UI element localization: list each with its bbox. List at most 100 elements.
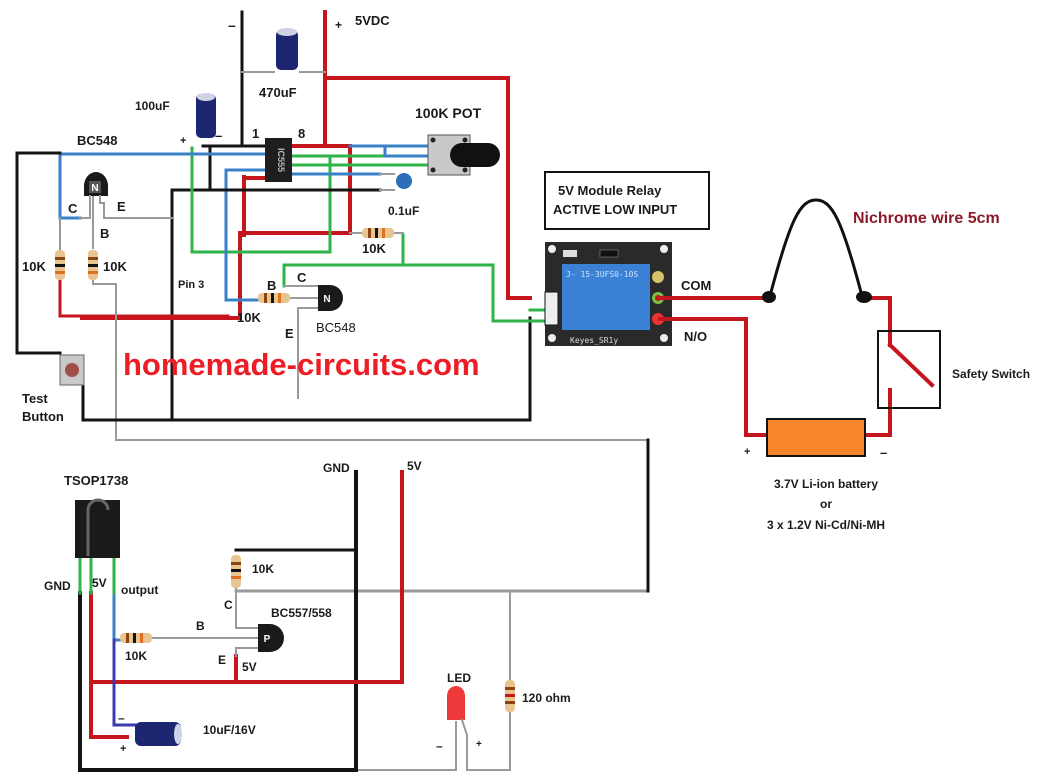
- relay-board-text: Keyes_SR1y: [570, 336, 618, 345]
- wire-led-cathode: [354, 721, 457, 771]
- relay-caption-line2: ACTIVE LOW INPUT: [553, 202, 677, 217]
- wire-positive-to-relay: [323, 76, 532, 300]
- wire-nichrome-to-switch: [864, 296, 892, 347]
- led-plus: +: [476, 739, 482, 750]
- wire-blue-pot: [348, 144, 432, 158]
- relay-caption-box: [544, 171, 710, 230]
- resistor-10k-left-2: [88, 250, 98, 280]
- wires-top: [15, 10, 649, 441]
- capacitor-470uf: [276, 28, 298, 70]
- relay-module[interactable]: J- 15-3UFS0-10S Keyes_SR1y: [544, 242, 672, 346]
- wire-battery-to-switch: [863, 388, 892, 437]
- q3-label: BC557/558: [271, 606, 332, 620]
- nichrome-wire: [768, 198, 864, 297]
- transistor-q1-bc548: N: [79, 172, 108, 219]
- relay-caption-line1: 5V Module Relay: [558, 183, 662, 198]
- battery-plus: +: [744, 446, 750, 458]
- battery-label-line1: 3.7V Li-ion battery: [774, 477, 878, 491]
- resistor-10k-pullup: [231, 555, 241, 588]
- watermark: homemade-circuits.com: [123, 347, 480, 382]
- led-label: LED: [447, 671, 471, 685]
- q2-c-label: C: [297, 270, 307, 285]
- pin8-label: 8: [298, 126, 305, 141]
- q1-glyph: N: [91, 183, 98, 194]
- wire-tsop-output-blue: [112, 591, 122, 642]
- q3-e-label: E: [218, 653, 226, 667]
- test-button-label-1: Test: [22, 391, 48, 406]
- transistor-q3-bc557: P: [258, 624, 284, 652]
- q1-b-label: B: [100, 226, 109, 241]
- potentiometer-100k[interactable]: [427, 134, 500, 176]
- relay-print: J- 15-3UFS0-10S: [566, 270, 638, 279]
- tsop-gnd-label: GND: [44, 579, 71, 593]
- transistor-q2-bc548: N: [318, 285, 343, 311]
- wire-q3-collector: [235, 587, 259, 629]
- cap-470-label: 470uF: [259, 85, 297, 100]
- q3-b-label: B: [196, 619, 205, 633]
- test-button-label-2: Button: [22, 409, 64, 424]
- cap-10uf-label: 10uF/16V: [203, 723, 256, 737]
- safety-switch-lever: [887, 342, 935, 388]
- nichrome-label: Nichrome wire 5cm: [853, 210, 1000, 227]
- wire-tsop-cap-navy: [112, 638, 137, 727]
- tsop-5v-label: 5V: [92, 576, 107, 590]
- relay-com-label: COM: [681, 278, 711, 293]
- capacitor-10uf: [135, 722, 182, 746]
- wire-grey-loop: [234, 438, 650, 593]
- pin1-label: 1: [252, 126, 259, 141]
- safety-switch-label: Safety Switch: [952, 367, 1030, 381]
- rail-gnd-label: GND: [323, 461, 350, 475]
- tsop-label: TSOP1738: [64, 473, 128, 488]
- wire-q2-emitter: [297, 307, 319, 399]
- nichrome-terminal-left: [762, 291, 776, 303]
- q2-b-label: B: [267, 278, 276, 293]
- tsop1738-receiver: [75, 498, 120, 558]
- test-button[interactable]: [59, 354, 85, 386]
- q3-glyph: P: [264, 634, 271, 645]
- q3-c-label: C: [224, 598, 233, 612]
- wire-q1-emitter: [103, 202, 173, 219]
- resistor-10k-tsop: [120, 633, 152, 643]
- battery-minus: –: [880, 445, 887, 460]
- load-circuit: [658, 198, 941, 457]
- nichrome-terminal-right: [856, 291, 872, 303]
- resistor-10k-left-1: [55, 250, 65, 280]
- wire-led-resistor: [466, 590, 511, 771]
- q2-glyph: N: [323, 294, 330, 305]
- r-left1-label: 10K: [22, 259, 46, 274]
- q2-label: BC548: [316, 320, 356, 335]
- cap-100-label: 100uF: [135, 99, 170, 113]
- resistor-120-ohm: [505, 680, 515, 712]
- battery-label-line3: 3 x 1.2V Ni-Cd/Ni-MH: [767, 518, 885, 532]
- relay-no-label: N/O: [684, 329, 707, 344]
- cap-01-label: 0.1uF: [388, 204, 419, 218]
- cap-100-minus: –: [215, 128, 222, 143]
- q1-c-label: C: [68, 201, 78, 216]
- r-led-label: 120 ohm: [522, 691, 571, 705]
- capacitor-0.1uf: [379, 173, 412, 191]
- ic-label: IC555: [276, 148, 286, 172]
- capacitor-100uf: [196, 93, 216, 138]
- r-out-label: 10K: [125, 649, 147, 663]
- supply-minus-label: –: [228, 17, 236, 33]
- battery-label-line2: or: [820, 497, 832, 511]
- cap-100-plus: +: [180, 135, 186, 147]
- battery: [766, 418, 866, 457]
- supply-plus-label: +: [335, 18, 342, 32]
- safety-switch-box[interactable]: [877, 330, 941, 409]
- q3-e-5v-label: 5V: [242, 660, 257, 674]
- wire-left-res2-grey: [92, 279, 649, 441]
- cap-10uf-minus: –: [118, 711, 125, 725]
- r-left2-label: 10K: [103, 259, 127, 274]
- wire-q3-emitter: [235, 647, 259, 657]
- r-pull-label: 10K: [252, 562, 274, 576]
- ic-555: IC555: [265, 138, 292, 182]
- wire-pin8-red: [80, 144, 352, 320]
- resistor-10k-base: [258, 293, 290, 303]
- tsop-legs: [78, 556, 116, 595]
- r-timer-label: 10K: [362, 241, 386, 256]
- led-minus: –: [436, 739, 443, 753]
- resistor-10k-timer: [349, 228, 404, 238]
- wire-5v-rail: [89, 470, 404, 739]
